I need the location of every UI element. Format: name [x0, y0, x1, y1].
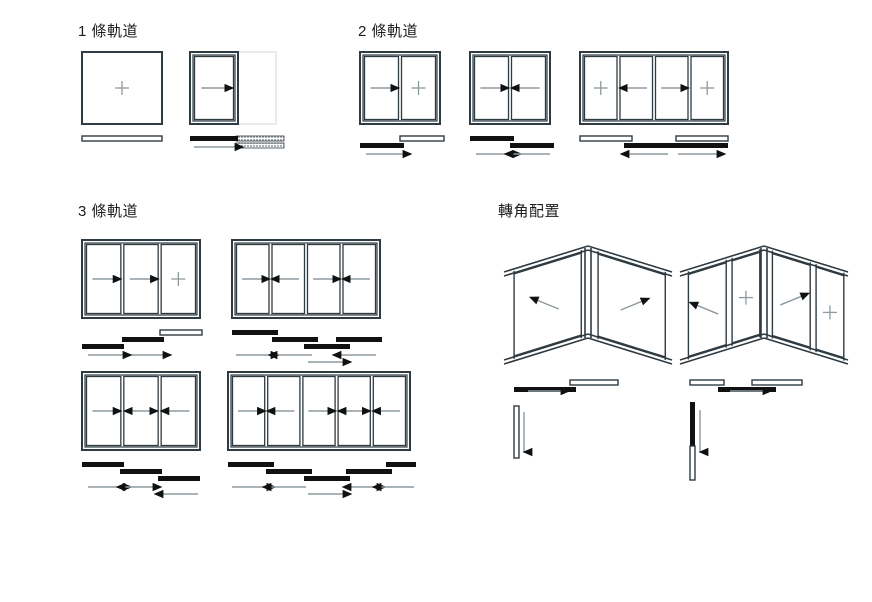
configuration-cfg-3b: [231, 239, 442, 470]
section-title-corner-setup: 轉角配置: [498, 203, 561, 220]
configuration-cfg-corner-b: [676, 238, 872, 481]
configuration-cfg-3a: [81, 239, 292, 470]
section-title-two-track: 2 條軌道: [358, 23, 419, 40]
configuration-cfg-3c: [81, 371, 292, 602]
configuration-cfg-2b: [469, 51, 680, 282]
configuration-cfg-2a: [359, 51, 570, 282]
configuration-cfg-1a: [81, 51, 292, 282]
configuration-cfg-3d: [227, 371, 438, 602]
section-title-one-track: 1 條軌道: [78, 23, 139, 40]
diagram-canvas: 1 條軌道 2 條軌道 3 條軌道 轉角配置: [78, 23, 872, 499]
configuration-cfg-2c: [579, 51, 790, 282]
configuration-cfg-corner-a: [500, 238, 710, 468]
section-title-three-track: 3 條軌道: [78, 203, 139, 220]
configuration-cfg-1b: [189, 51, 400, 282]
